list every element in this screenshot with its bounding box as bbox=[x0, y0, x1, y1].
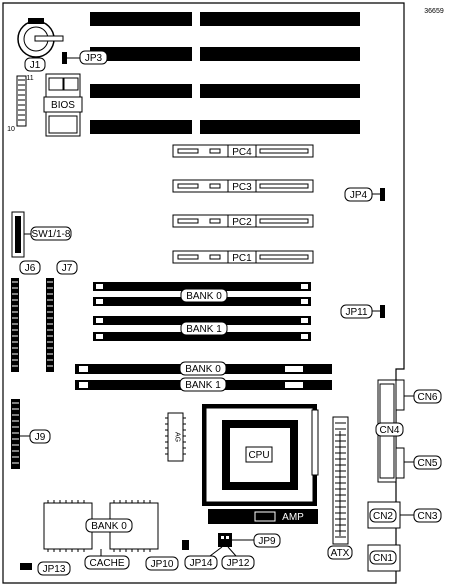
jp14-label: JP14 bbox=[190, 558, 213, 569]
j1-label: J1 bbox=[30, 60, 41, 71]
j1-header: J1 11 10 bbox=[7, 57, 46, 133]
pci-slots: PC4 PC3 PC2 PC1 bbox=[172, 144, 314, 264]
atx-power-connector: ATX bbox=[327, 416, 353, 560]
figure-code: 36659 bbox=[424, 8, 444, 15]
cache-label: CACHE bbox=[89, 558, 124, 569]
amp-label: AMP bbox=[282, 512, 304, 523]
cpu-label: CPU bbox=[248, 450, 269, 461]
jp11-jumper: JP11 bbox=[340, 304, 385, 319]
sw1-dip-switch: SW1/1-8 bbox=[11, 211, 72, 258]
cn2-label: CN2 bbox=[373, 511, 393, 522]
cache-bank0-label: BANK 0 bbox=[91, 521, 127, 532]
simm-bank-0-upper: BANK 0 bbox=[93, 282, 311, 306]
battery bbox=[17, 18, 64, 58]
jp4-jumper: JP4 bbox=[344, 187, 385, 202]
jp3-jumper: JP3 bbox=[62, 50, 108, 65]
jp4-label: JP4 bbox=[350, 190, 368, 201]
j6-label: J6 bbox=[25, 263, 36, 274]
dimm-bank-0-lower: BANK 0 bbox=[75, 361, 332, 376]
cache-sram: BANK 0 CACHE bbox=[43, 500, 159, 570]
bank0-upper-label: BANK 0 bbox=[186, 291, 222, 302]
cpu-socket: CPU AMP bbox=[202, 404, 319, 524]
bank0-lower-label: BANK 0 bbox=[185, 364, 221, 375]
j6-header: J6 bbox=[11, 260, 41, 372]
isa-slots bbox=[90, 12, 360, 134]
cn1-connector: CN1 bbox=[367, 544, 401, 572]
bank1-lower-label: BANK 1 bbox=[185, 380, 221, 391]
ag-chip: AG bbox=[165, 412, 186, 462]
bios-chip: BIOS bbox=[43, 73, 83, 137]
bios-label: BIOS bbox=[51, 100, 75, 111]
jp10-label: JP10 bbox=[151, 559, 174, 570]
sw1-label: SW1/1-8 bbox=[32, 229, 71, 240]
j1-pin-11: 11 bbox=[26, 75, 33, 82]
cn4-label: CN4 bbox=[379, 425, 399, 436]
jp9-label: JP9 bbox=[258, 536, 276, 547]
simm-bank-1-upper: BANK 1 bbox=[93, 316, 311, 341]
j1-pin-10: 10 bbox=[7, 126, 15, 133]
pc1-label: PC1 bbox=[232, 253, 252, 264]
jp10-jumper: JP10 bbox=[145, 540, 189, 571]
jp14-jp12-jp9-jumpers: JP9 JP14 JP12 bbox=[184, 533, 281, 570]
cn2-cn3-connectors: CN2 CN3 bbox=[367, 501, 442, 529]
cn3-label: CN3 bbox=[417, 511, 437, 522]
pc2-label: PC2 bbox=[232, 217, 252, 228]
pc3-label: PC3 bbox=[232, 182, 252, 193]
bank1-upper-label: BANK 1 bbox=[186, 324, 222, 335]
jp3-label: JP3 bbox=[85, 53, 103, 64]
cn1-label: CN1 bbox=[373, 553, 393, 564]
cn5-label: CN5 bbox=[417, 458, 437, 469]
atx-label: ATX bbox=[331, 548, 350, 559]
jp13-jumper: JP13 bbox=[20, 561, 71, 576]
jp11-label: JP11 bbox=[345, 307, 367, 318]
j9-label: J9 bbox=[35, 432, 46, 443]
serial-parallel-connectors: CN6 CN4 CN5 bbox=[375, 379, 442, 483]
cn6-label: CN6 bbox=[417, 392, 437, 403]
ag-label: AG bbox=[174, 432, 181, 442]
j7-label: J7 bbox=[62, 263, 73, 274]
pc4-label: PC4 bbox=[232, 147, 252, 158]
jp12-label: JP12 bbox=[227, 558, 250, 569]
j7-header: J7 bbox=[46, 260, 78, 372]
jp13-label: JP13 bbox=[43, 564, 66, 575]
j9-header: J9 bbox=[11, 399, 51, 469]
dimm-bank-1-lower: BANK 1 bbox=[75, 377, 332, 392]
